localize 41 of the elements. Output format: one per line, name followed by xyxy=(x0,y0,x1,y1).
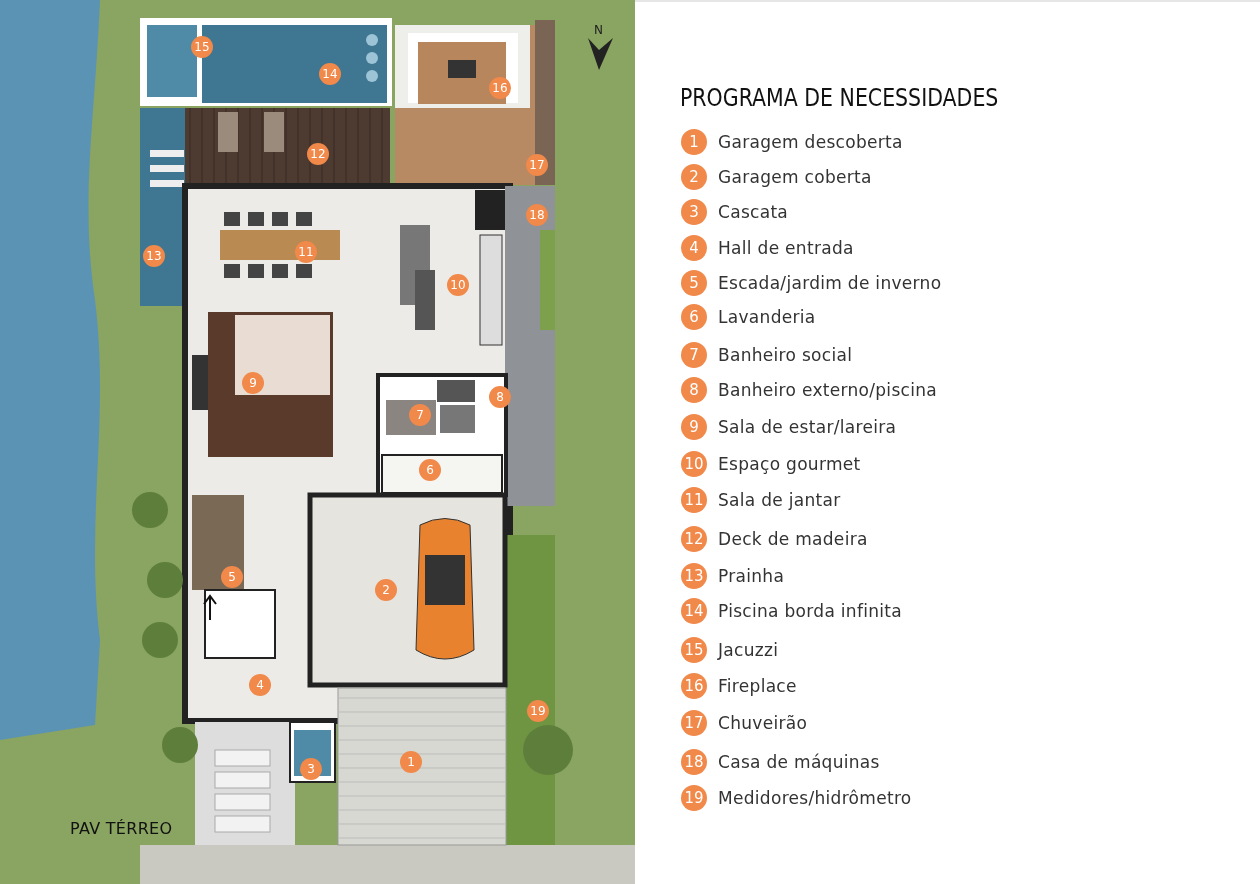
list-number: 15 xyxy=(681,637,707,663)
room-name: Deck de madeira xyxy=(718,529,868,549)
room-name: Cascata xyxy=(718,202,789,222)
list-number: 13 xyxy=(681,563,707,589)
room-name: Banheiro social xyxy=(718,345,853,365)
list-number: 19 xyxy=(681,785,707,811)
floor-label: PAV TÉRREO xyxy=(70,818,173,838)
list-number: 8 xyxy=(681,377,707,403)
room-name: Banheiro externo/piscina xyxy=(718,380,937,400)
list-number: 14 xyxy=(681,598,707,624)
room-name: Garagem coberta xyxy=(718,167,872,187)
room-name: Casa de máquinas xyxy=(718,752,880,772)
room-name: Escada/jardim de inverno xyxy=(718,273,942,293)
list-number: 18 xyxy=(681,749,707,775)
list-number: 17 xyxy=(681,710,707,736)
list-number: 12 xyxy=(681,526,707,552)
title: PROGRAMA DE NECESSIDADES xyxy=(680,82,999,112)
list-number: 3 xyxy=(681,199,707,225)
list-number: 2 xyxy=(681,164,707,190)
list-number: 9 xyxy=(681,414,707,440)
list-number: 1 xyxy=(681,129,707,155)
room-name: Hall de entrada xyxy=(718,238,854,258)
list-number: 4 xyxy=(681,235,707,261)
room-name: Chuveirão xyxy=(718,713,808,733)
room-name: Espaço gourmet xyxy=(718,454,861,474)
room-name: Fireplace xyxy=(718,676,797,696)
list-number: 6 xyxy=(681,304,707,330)
list-number: 16 xyxy=(681,673,707,699)
room-name: Jacuzzi xyxy=(718,640,779,660)
room-name: Sala de jantar xyxy=(718,490,841,510)
list-number: 11 xyxy=(681,487,707,513)
room-name: Sala de estar/lareira xyxy=(718,417,897,437)
room-name: Medidores/hidrômetro xyxy=(718,788,912,808)
north-label: N xyxy=(594,23,604,37)
room-name: Lavanderia xyxy=(718,307,816,327)
room-name: Garagem descoberta xyxy=(718,132,903,152)
list-number: 5 xyxy=(681,270,707,296)
list-number: 7 xyxy=(681,342,707,368)
room-name: Piscina borda infinita xyxy=(718,601,902,621)
room-name: Prainha xyxy=(718,566,785,586)
list-number: 10 xyxy=(681,451,707,477)
